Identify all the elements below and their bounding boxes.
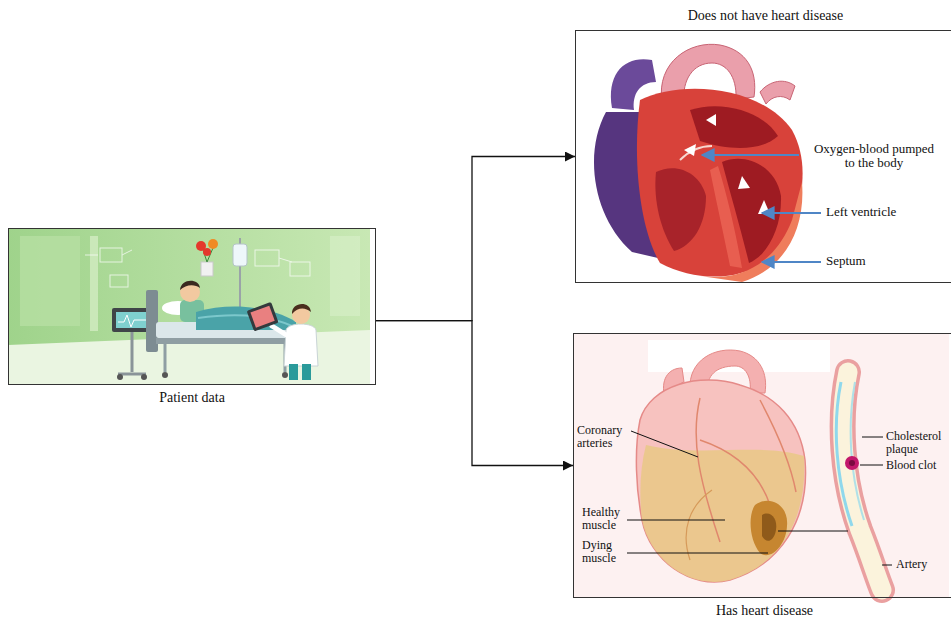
patient-room-illustration bbox=[282, 372, 288, 378]
patient-room-illustration bbox=[292, 304, 311, 314]
patient-room-illustration bbox=[233, 244, 247, 266]
patient-room-illustration bbox=[85, 248, 310, 287]
diseased-heart-illustration bbox=[627, 520, 725, 521]
patient-room-illustration bbox=[290, 262, 310, 276]
diseased-heart-illustration bbox=[574, 334, 949, 597]
part-label: Artery bbox=[896, 558, 946, 571]
patient-room-illustration bbox=[117, 374, 123, 380]
patient-room-illustration bbox=[8, 228, 370, 385]
healthy-heart-illustration bbox=[690, 106, 778, 148]
patient-room-illustration bbox=[255, 250, 279, 266]
patient-room-illustration bbox=[162, 372, 168, 378]
patient-room-illustration bbox=[85, 250, 292, 262]
patient-room-illustration bbox=[141, 374, 147, 380]
patient-room-illustration bbox=[110, 275, 128, 287]
part-label: Blood clot bbox=[886, 459, 948, 472]
patient-room-illustration bbox=[180, 281, 200, 290]
diseased-heart-illustration bbox=[860, 465, 883, 466]
healthy-heart-illustration bbox=[758, 200, 770, 214]
diseased-heart-illustration bbox=[762, 513, 776, 540]
diseased-heart-illustration bbox=[778, 531, 848, 532]
diseased-heart-illustration bbox=[849, 460, 855, 466]
healthy-heart-illustration bbox=[760, 81, 795, 104]
diseased-heart-illustration bbox=[686, 490, 712, 560]
diseased-heart-illustration bbox=[843, 372, 882, 590]
patient-room-illustration bbox=[164, 344, 167, 372]
patient-room-illustration bbox=[201, 262, 213, 276]
patient-room-illustration bbox=[302, 364, 311, 380]
healthy-heart-illustration bbox=[680, 146, 712, 160]
panel-caption: Patient data bbox=[0, 390, 415, 407]
healthy-heart-illustration bbox=[710, 166, 742, 268]
healthy-heart-illustration bbox=[594, 44, 821, 282]
patient-room-illustration bbox=[156, 338, 296, 344]
input-panel: Patient data bbox=[8, 228, 376, 385]
patient-room-illustration bbox=[284, 324, 318, 366]
diseased-heart-illustration bbox=[627, 431, 892, 565]
panel-caption: Has heart disease bbox=[534, 603, 951, 620]
healthy-heart-illustration bbox=[702, 154, 799, 156]
patient-room-illustration bbox=[118, 315, 146, 327]
part-label: Left ventricle bbox=[826, 205, 941, 219]
diseased-heart-illustration bbox=[640, 445, 804, 582]
healthy-heart-illustration bbox=[706, 114, 716, 126]
patient-room-illustration bbox=[196, 307, 296, 330]
healthy-heart-illustration bbox=[684, 144, 696, 156]
diseased-heart-illustration bbox=[700, 440, 770, 505]
patient-room-illustration bbox=[289, 364, 298, 380]
part-label: Septum bbox=[826, 254, 941, 268]
diseased-heart-illustration bbox=[882, 565, 892, 566]
diseased-heart-illustration bbox=[843, 372, 882, 590]
patient-room-illustration bbox=[100, 248, 122, 262]
patient-room-illustration bbox=[247, 302, 279, 332]
patient-room-illustration bbox=[247, 302, 279, 332]
flow-arrow bbox=[376, 321, 573, 466]
part-label: Cholesterol plaque bbox=[886, 430, 948, 456]
flow-arrow bbox=[376, 157, 575, 321]
diseased-heart-illustration bbox=[636, 380, 805, 582]
patient-room-illustration bbox=[8, 228, 370, 385]
diseased-heart-illustration bbox=[574, 334, 949, 597]
part-label: Oxygen-blood pumped to the body bbox=[808, 142, 940, 171]
healthy-heart-illustration bbox=[655, 168, 706, 251]
patient-room-illustration bbox=[203, 248, 211, 256]
diseased-heart-illustration bbox=[836, 382, 852, 526]
patient-room-illustration bbox=[330, 236, 360, 316]
part-label: Healthy muscle bbox=[582, 506, 632, 532]
patient-room-illustration bbox=[272, 326, 288, 336]
part-label: Dying muscle bbox=[582, 539, 632, 565]
panel-heading: Does not have heart disease bbox=[536, 8, 951, 25]
patient-room-illustration bbox=[131, 332, 134, 372]
part-label: Coronary arteries bbox=[577, 424, 639, 450]
patient-room-illustration bbox=[20, 236, 80, 326]
diseased-heart-illustration bbox=[631, 431, 698, 457]
patient-room-illustration bbox=[250, 306, 274, 328]
patient-room-illustration bbox=[90, 236, 98, 331]
diseased-heart-illustration bbox=[851, 382, 864, 520]
healthy-heart-illustration bbox=[738, 176, 750, 189]
diseased-heart-illustration bbox=[760, 400, 796, 492]
patient-room-illustration bbox=[116, 312, 148, 328]
diseased-heart-illustration bbox=[845, 456, 859, 470]
patient-room-illustration bbox=[208, 239, 218, 249]
diseased-heart-illustration bbox=[627, 553, 768, 554]
diseased-heart-illustration bbox=[862, 437, 883, 438]
healthy-heart-illustration bbox=[762, 261, 821, 263]
patient-room-illustration bbox=[198, 315, 292, 326]
healthy-heart-illustration bbox=[762, 212, 821, 214]
diseased-heart-illustration bbox=[751, 501, 788, 556]
